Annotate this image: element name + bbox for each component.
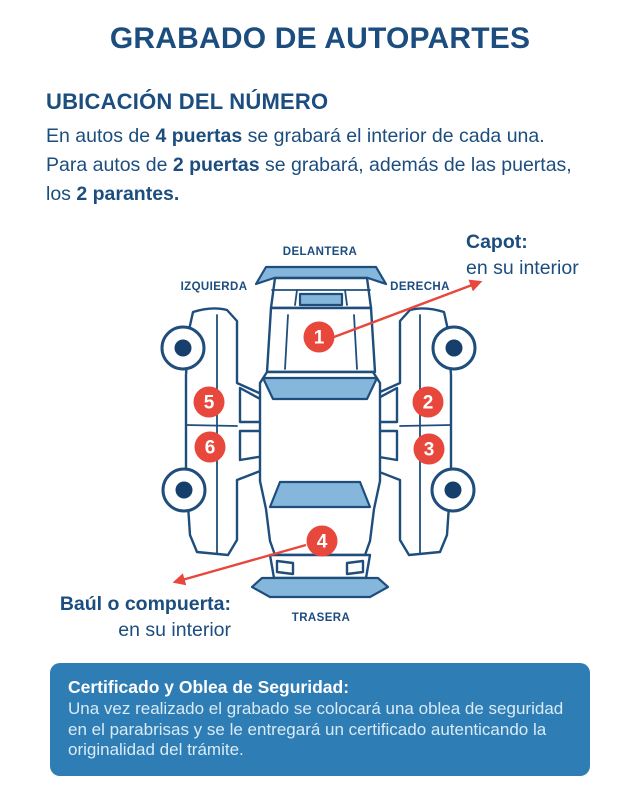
trunk-annotation-sub: en su interior [118, 619, 231, 641]
label-rear: TRASERA [292, 612, 350, 624]
marker-right-front-door-number: 2 [423, 393, 434, 414]
marker-right-rear-door: 3 [413, 433, 445, 465]
grille-vent [298, 292, 344, 307]
intro-line3-pre: los [46, 183, 77, 205]
rear-window [268, 480, 372, 509]
marker-left-front-door-number: 5 [204, 393, 215, 414]
info-box-body: Una vez realizado el grabado se colocará… [68, 699, 564, 759]
marker-left-rear-door-number: 6 [205, 438, 216, 459]
intro-line2-bold: 2 puertas [172, 154, 260, 176]
intro-line1-pre: En autos de [46, 125, 156, 147]
intro-line1-bold: 4 puertas [155, 125, 243, 147]
marker-trunk: 4 [306, 525, 338, 557]
hood-annotation-title: Capot: [466, 231, 528, 253]
left-door-panel [160, 306, 270, 557]
marker-hood-number: 1 [314, 328, 325, 349]
intro-line2-post: se grabará, además de las puertas, [259, 154, 572, 176]
trunk-arrow [172, 543, 307, 586]
marker-left-front-door: 5 [193, 386, 225, 418]
intro-line1-post: se grabará el interior de cada una. [242, 125, 545, 147]
certificate-info-box: Certificado y Oblea de Seguridad: Una ve… [50, 663, 590, 776]
hood-annotation-sub: en su interior [466, 257, 579, 279]
marker-left-rear-door: 6 [194, 431, 226, 463]
label-left: IZQUIERDA [181, 281, 248, 293]
left-taillight [275, 559, 295, 576]
trunk-annotation-title: Baúl o compuerta: [60, 593, 231, 615]
car-top-view [250, 265, 390, 599]
windshield [261, 376, 379, 401]
car-diagram-svg: 1 2 3 4 5 6 DELANTERA [60, 231, 579, 641]
label-right: DERECHA [390, 281, 450, 293]
hood-arrow [333, 279, 483, 339]
marker-right-front-door: 2 [412, 386, 444, 418]
right-door-panel [367, 306, 477, 557]
label-front: DELANTERA [283, 246, 358, 258]
right-taillight [345, 559, 365, 576]
marker-right-rear-door-number: 3 [424, 440, 435, 461]
section-subtitle: UBICACIÓN DEL NÚMERO [46, 89, 329, 114]
rear-bumper [250, 576, 390, 599]
intro-text: En autos de 4 puertas se grabará el inte… [46, 122, 606, 209]
intro-line2-pre: Para autos de [46, 154, 173, 176]
info-box-title: Certificado y Oblea de Seguridad: [68, 677, 350, 697]
page-title: GRABADO DE AUTOPARTES [109, 22, 531, 55]
marker-trunk-number: 4 [317, 532, 328, 553]
intro-line3-bold: 2 parantes. [76, 183, 180, 205]
marker-hood: 1 [303, 321, 335, 353]
car-diagram: 1 2 3 4 5 6 DELANTERA [0, 225, 640, 645]
